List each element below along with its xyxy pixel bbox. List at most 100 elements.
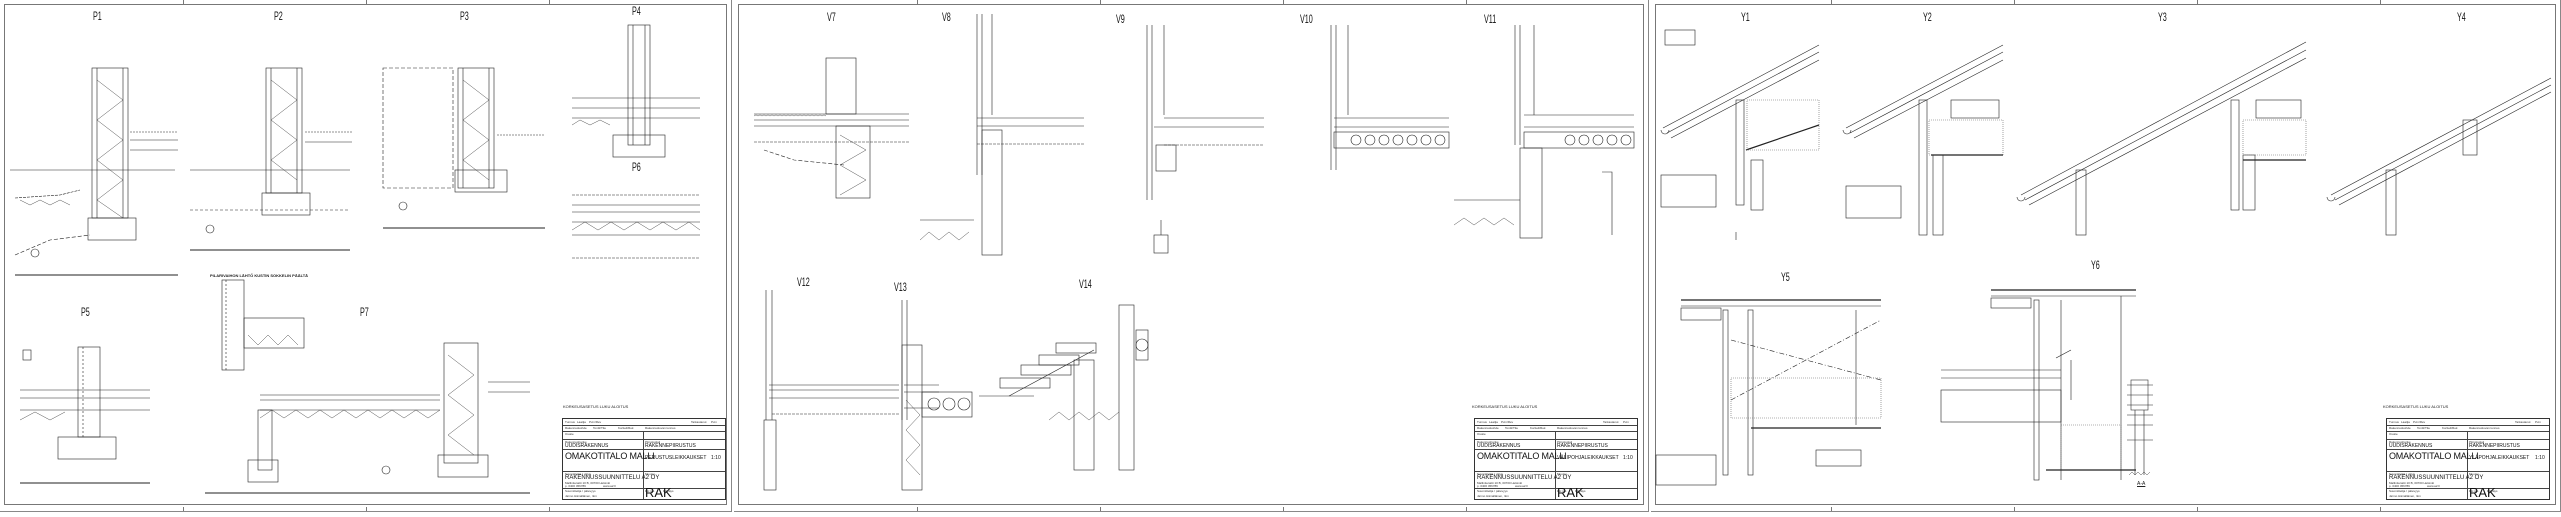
tb-company: RAKENNUSSUUNNITTELU A2 OY [1477,475,1572,481]
tb-project-label: Rakennushanke [2389,440,2411,444]
zone-tick [2197,0,2198,4]
detail-title-p4: P4 [632,4,641,18]
tb-drawing-type: RAKENNEPIIRUSTUS [2469,443,2520,449]
tb-osoite: Osoite [2389,432,2398,436]
tb-osoite: Osoite [565,432,574,436]
detail-title-y3: Y3 [2158,10,2167,24]
tb-drawing-title: PERUSTUSLEIKKAUKSET [645,455,707,461]
zone-tick [1283,0,1284,4]
drawing-sheet-2: V7 V8 V9 V10 V11 V12 V13 V14 [734,0,1649,512]
tb-osoite: Osoite [1477,432,1486,436]
tb-col-pvm-right: Pvm [1623,420,1629,424]
detail-v8-drawing [919,14,1084,256]
tb-project-type: UUDISRAKENNUS [565,443,609,449]
tb-col-tarkastanut: Tarkastanut [2515,420,2531,424]
detail-y4-drawing [2326,77,2552,236]
detail-drawings-sheet-2 [753,14,1635,491]
tb-drawing-type: RAKENNEPIIRUSTUS [645,443,696,449]
title-block-sheet-2: Tunnus Laatija Pvm/Rev Tarkastanut Pvm R… [1474,418,1638,500]
tb-col-tunnus: Tunnus [2389,420,2399,424]
detail-drawings-sheet-3 [1655,29,2552,486]
detail-title-v7: V7 [827,10,836,24]
tb-phone: p. 0400 456789 [2389,484,2410,488]
detail-a-a-drawing [2127,379,2153,476]
detail-title-y1: Y1 [1741,10,1750,24]
zone-tick [183,507,184,511]
tb-col-tunnus: Tunnus [565,420,575,424]
detail-title-v12: V12 [797,275,810,289]
tb-company-label: Suunnittelija / yritys [2389,472,2415,476]
section-label-a-a: A-A [2137,481,2146,487]
zone-tick [2014,507,2015,511]
tb-col-pvm: Pvm/Rev [1501,420,1514,424]
sheet-frame [738,4,1644,505]
sheet-frame [1655,4,2556,505]
tb-company-label: Suunnittelija / yritys [1477,472,1503,476]
detail-v10-drawing [1330,25,1450,170]
tb-kortteli: Kortteli/Rek [1530,426,1546,430]
zone-tick [917,507,918,511]
tb-designer-label: Suunnittelija / pätevyys [2389,489,2420,493]
tb-project-type: UUDISRAKENNUS [2389,443,2433,449]
zone-tick [2380,0,2381,4]
zone-tick [1831,0,1832,4]
tb-project-label: Rakennushanke [1477,440,1499,444]
tb-scale: 1:10 [711,455,721,461]
zone-tick [2380,507,2381,511]
zone-tick [2014,0,2015,4]
tb-address: Mallintieraitti 10 B, 00700 Helsinki [565,481,611,485]
tb-rakennuskohde: Rakennuskohde [2389,426,2411,430]
tb-col-laatija: Laatija [2401,420,2410,424]
zone-tick [366,507,367,511]
detail-subheading: PILARIVAIHON LÄHTÖ KUSTIN SOKKELIN PÄÄLT… [210,273,309,278]
detail-title-p5: P5 [81,305,90,319]
tb-designer-label: Suunnittelija / pätevyys [565,489,596,493]
tb-designer: Jarmo Hämäläinen, rkm [565,494,597,498]
tb-project-type: UUDISRAKENNUS [1477,443,1521,449]
tb-col-pvm-right: Pvm [711,420,717,424]
drawing-sheet-1: P1 P2 P3 P4 P5 P6 P7 PILARIVAIHON LÄHTÖ … [0,0,732,512]
tb-rakennuskohde: Rakennuskohde [565,426,587,430]
tb-luvan-tunnus: Rakennusluvan tunnus [2469,426,2500,430]
zone-tick [549,507,550,511]
detail-p2-drawing [190,67,352,251]
revision-note: KORKEUSASETUS LUKU ALOITUS [1472,404,1538,409]
detail-title-y2: Y2 [1923,10,1932,24]
tb-scale: 1:10 [1623,455,1633,461]
detail-p6-drawing [571,204,701,259]
zone-tick [917,0,918,4]
tb-project-name: OMAKOTITALO MALLI [2389,451,2479,461]
detail-v11-drawing [1453,25,1635,239]
detail-title-p2: P2 [274,9,283,23]
detail-title-y4: Y4 [2457,10,2466,24]
detail-p1-drawing [10,67,178,276]
detail-y2-drawing [1842,44,2004,236]
tb-phone: p. 0400 456789 [565,484,586,488]
zone-tick [1831,507,1832,511]
tb-web: www.a2.fi [2427,484,2440,488]
zone-tick [2197,507,2198,511]
detail-title-y5: Y5 [1781,270,1790,284]
detail-title-v11: V11 [1484,12,1497,26]
tb-luvan-tunnus: Rakennusluvan tunnus [645,426,676,430]
tb-designer: Jarmo Hämäläinen, rkm [1477,494,1509,498]
tb-drawing-type-label: Piirustuslaji [645,440,661,444]
tb-tontti: Tontti/Tila [1505,426,1518,430]
tb-date-label: Päiväys [663,489,674,493]
tb-luvan-tunnus: Rakennusluvan tunnus [1557,426,1588,430]
detail-v14-drawing [979,304,1149,471]
tb-drawing-title: VÄLIPOHJALEIKKAUKSET [1557,455,1619,461]
tb-address: Mallintieraitti 10 B, 00700 Helsinki [2389,481,2435,485]
tb-web: www.a2.fi [603,484,616,488]
tb-scale: 1:10 [2535,455,2545,461]
zone-tick [1283,507,1284,511]
tb-col-tarkastanut: Tarkastanut [1603,420,1619,424]
detail-p7-drawing [205,279,530,494]
tb-address: Mallintieraitti 10 B, 00700 Helsinki [1477,481,1523,485]
tb-col-pvm: Pvm/Rev [589,420,602,424]
tb-company: RAKENNUSSUUNNITTELU A2 OY [2389,475,2484,481]
tb-col-pvm-right: Pvm [2535,420,2541,424]
detail-p3-drawing [382,67,545,229]
zone-tick [1466,507,1467,511]
zone-tick [1100,0,1101,4]
